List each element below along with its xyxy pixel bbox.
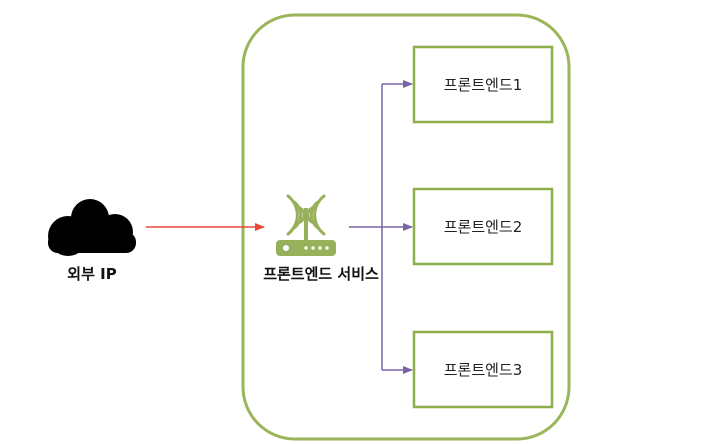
frontend-box-1: 프론트엔드1 bbox=[412, 45, 554, 124]
frontend-label: 프론트엔드1 bbox=[444, 76, 523, 94]
frontend-label: 프론트엔드3 bbox=[444, 361, 523, 379]
frontend-service-label: 프론트엔드 서비스 bbox=[263, 265, 379, 283]
router-icon bbox=[276, 194, 336, 256]
frontend-box-2: 프론트엔드2 bbox=[412, 187, 554, 266]
cloud-icon bbox=[48, 199, 136, 256]
fanout-connectors bbox=[349, 80, 413, 374]
frontend-box-3: 프론트엔드3 bbox=[412, 330, 554, 409]
external-ip-label: 외부 IP bbox=[67, 265, 116, 283]
frontend-label: 프론트엔드2 bbox=[444, 218, 523, 236]
